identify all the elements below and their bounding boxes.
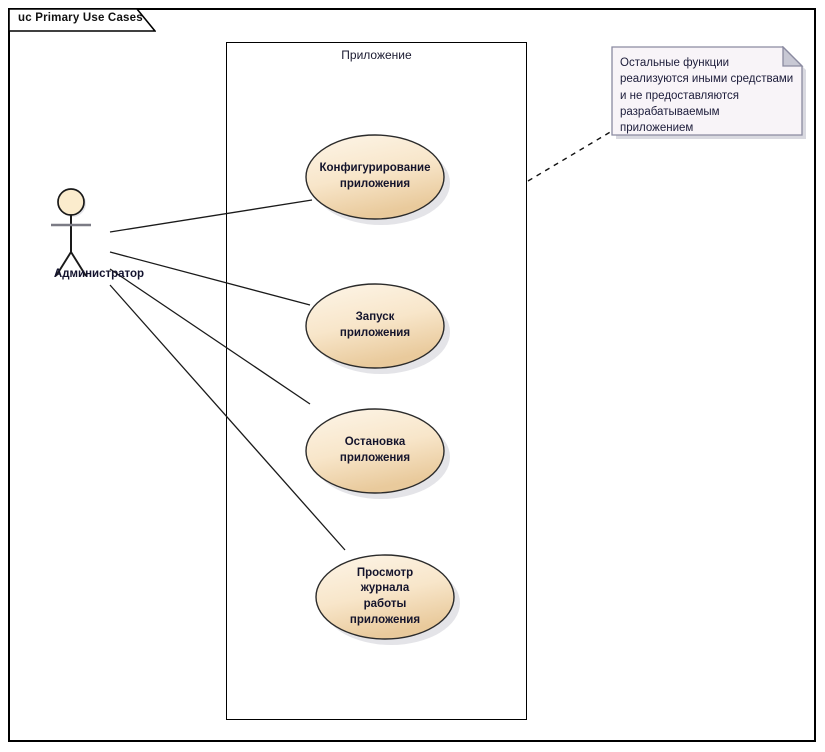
usecase-ellipse-shape [315, 554, 460, 645]
note-text: Остальные функции реализуются иными сред… [620, 57, 794, 135]
usecase-configure[interactable]: Конфигурирование приложения [305, 134, 450, 225]
usecase-stop-line1: Остановка [344, 436, 406, 449]
usecase-start-line1: Запуск приложения [339, 311, 411, 339]
usecase-start[interactable]: Запуск приложения [305, 283, 450, 374]
usecase-configure-label: Конфигурирование приложения [305, 134, 445, 220]
usecase-stop-label: Остановка приложения [305, 408, 445, 494]
usecase-view-log-line1: Просмотр журнала [356, 566, 414, 595]
usecase-configure-line2: приложения [339, 178, 411, 190]
usecase-view-log-label: Просмотр журнала работы приложения [315, 554, 455, 640]
usecase-configure-line1: Конфигурирование [319, 162, 431, 175]
stick-figure-actor-icon [51, 188, 91, 277]
usecase-ellipse-shape [305, 134, 450, 225]
usecase-stop-line2: приложения [339, 452, 411, 464]
usecase-stop[interactable]: Остановка приложения [305, 408, 450, 499]
actor-label: Администратор [53, 268, 145, 280]
note-shape [611, 46, 806, 139]
diagram-note[interactable]: Остальные функции реализуются иными сред… [611, 46, 806, 139]
usecase-start-label: Запуск приложения [305, 283, 445, 369]
usecase-view-log-line2: работы приложения [349, 598, 421, 626]
diagram-frame [8, 8, 816, 742]
actor-administrator[interactable]: Администратор [38, 180, 158, 290]
title-tab-shape [8, 8, 156, 32]
usecase-view-log[interactable]: Просмотр журнала работы приложения [315, 554, 460, 645]
system-boundary-label: Приложение [341, 48, 412, 62]
diagram-title-label: uc Primary Use Cases [18, 12, 143, 24]
